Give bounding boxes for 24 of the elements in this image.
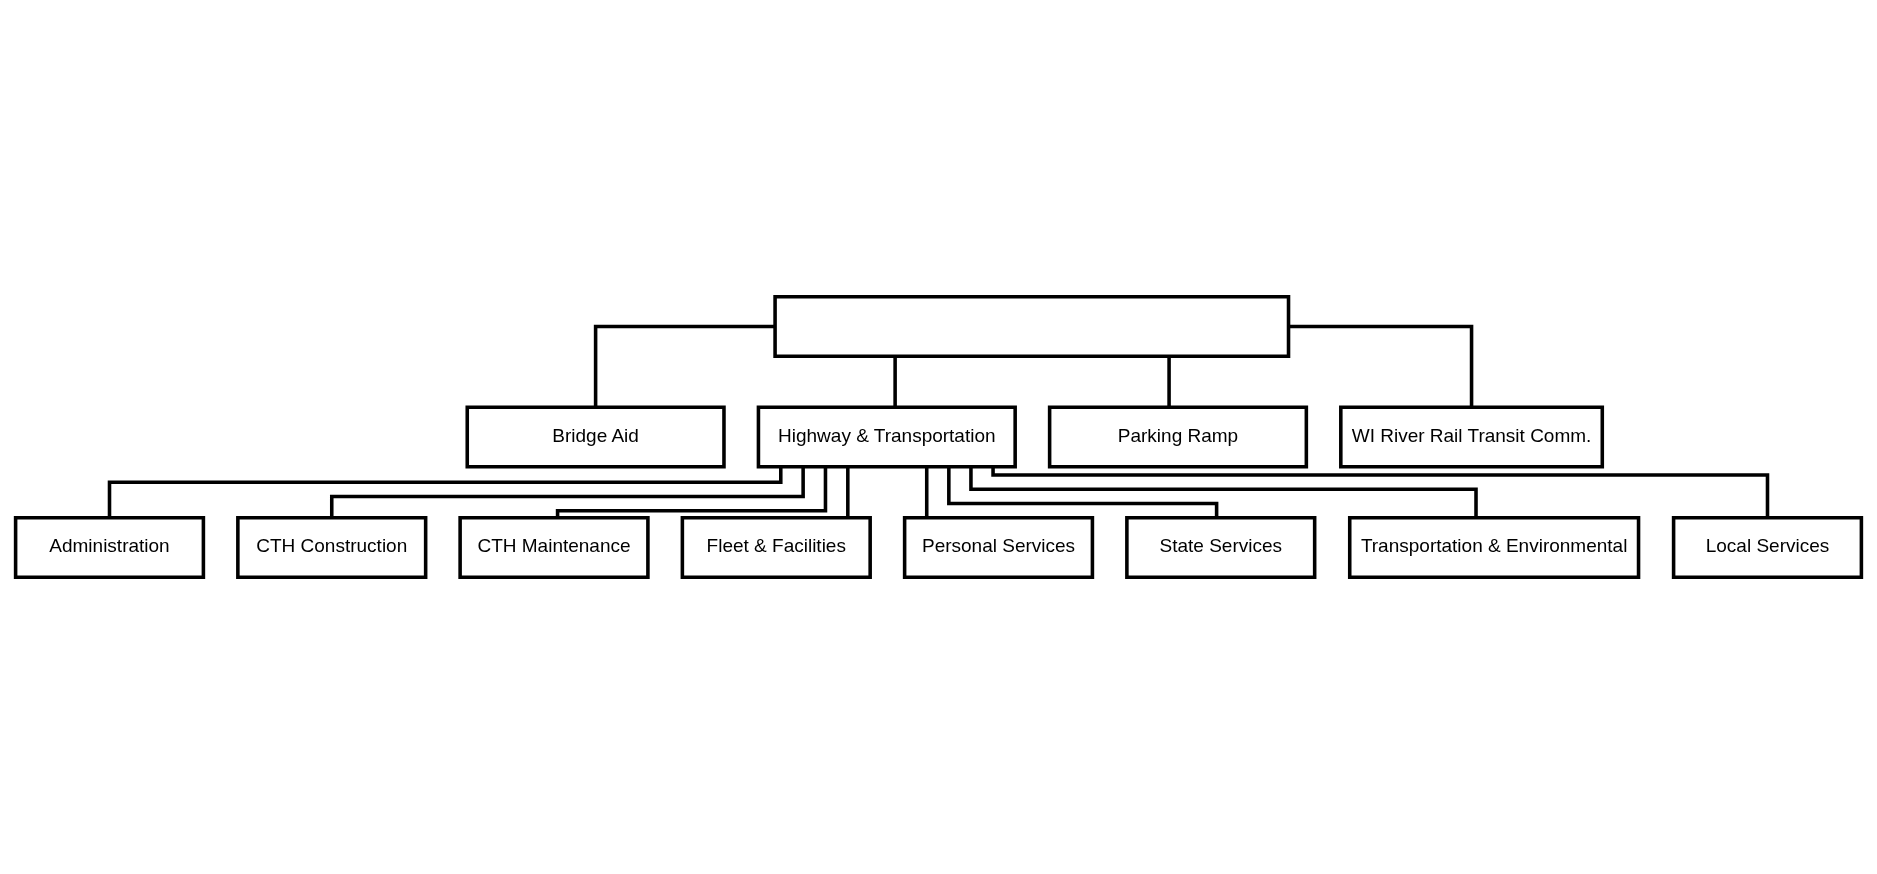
connector: [555, 466, 828, 518]
node-box: Highway & Transportation: [756, 405, 1017, 469]
node-box: Bridge Aid: [465, 405, 726, 469]
node-box: State Services: [1125, 516, 1317, 580]
node-box: [773, 294, 1291, 358]
node-box: Transportation & Environmental: [1347, 516, 1641, 580]
connector: [991, 466, 1770, 518]
connector: [593, 324, 775, 407]
node-box: Local Services: [1671, 516, 1864, 580]
node-box: Administration: [13, 516, 206, 580]
connector: [329, 467, 805, 518]
node-box: Fleet & Facilities: [680, 516, 872, 580]
node-box: Parking Ramp: [1047, 405, 1309, 469]
connector: [893, 356, 897, 408]
node-box: CTH Construction: [236, 516, 428, 580]
node-box: WI River Rail Transit Comm.: [1339, 405, 1605, 469]
connector: [924, 467, 929, 518]
node-box: Personal Services: [902, 516, 1095, 580]
connector: [107, 466, 783, 518]
connector: [1167, 356, 1171, 408]
connector: [846, 467, 850, 518]
node-box: CTH Maintenance: [458, 516, 650, 580]
connector: [947, 466, 1219, 518]
connector: [1288, 324, 1474, 407]
